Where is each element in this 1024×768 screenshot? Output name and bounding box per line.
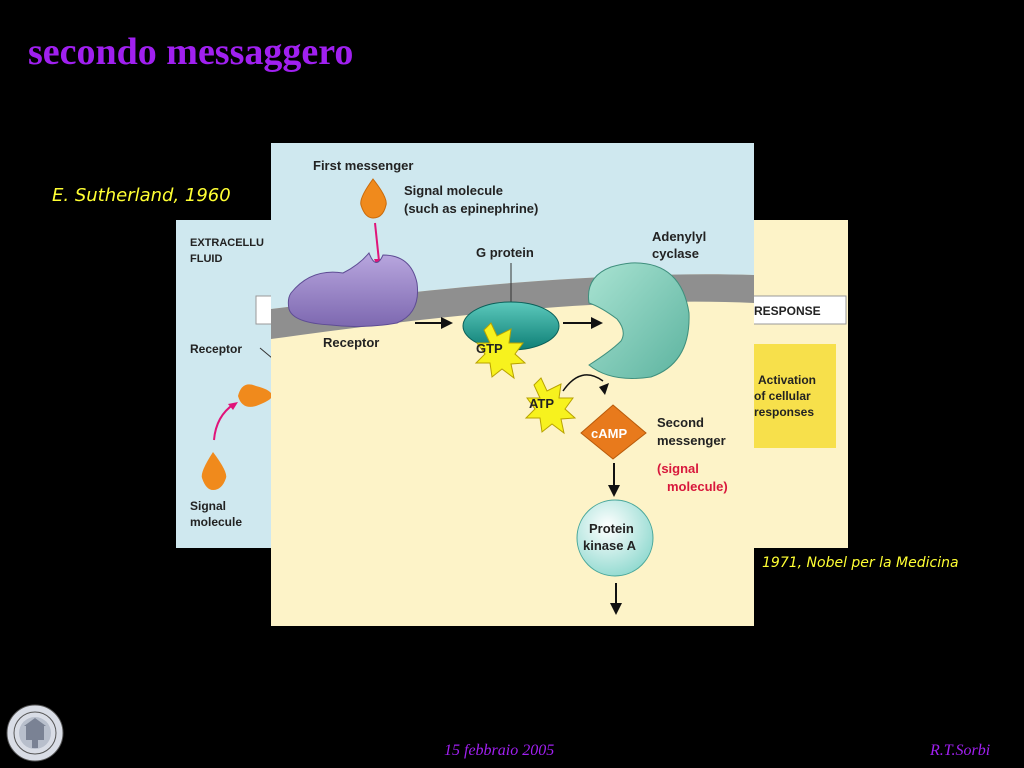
slide-title: secondo messaggero (28, 31, 354, 73)
back-bound-signal-molecule (238, 384, 272, 407)
gtp-starburst (474, 322, 527, 380)
activation-box (754, 344, 836, 448)
footer-author: R.T.Sorbi (930, 742, 991, 759)
back-receptor-label: Receptor (190, 342, 242, 356)
first-messenger-label: First messenger (313, 158, 413, 173)
second-messenger-label-2: messenger (657, 433, 726, 448)
binding-arrow (374, 222, 380, 262)
activation-label-1: Activation (758, 373, 816, 387)
protein-kinase-a-circle (576, 499, 654, 577)
atp-to-camp-arc (562, 374, 604, 392)
signal-molecule-icon (360, 178, 387, 219)
second-messenger-label-1: Second (657, 415, 704, 430)
front-figure: First messenger Signal molecule (such as… (271, 143, 754, 626)
author-year: E. Sutherland, 1960 (52, 185, 231, 206)
adenylyl-label: Adenylyl (652, 229, 706, 244)
university-seal-icon (6, 704, 64, 762)
protein-kinase-label-2: kinase A (583, 538, 637, 553)
back-signal-label: Signal (190, 499, 226, 513)
arrow-camp-to-pka (608, 485, 620, 497)
gtp-label: GTP (476, 341, 503, 356)
receptor-label: Receptor (323, 335, 379, 350)
signal-paren-label-1: (signal (657, 461, 699, 476)
cyclase-label: cyclase (652, 246, 699, 261)
response-label: RESPONSE (754, 304, 821, 318)
footer-date: 15 febbraio 2005 (444, 742, 555, 759)
protein-kinase-label-1: Protein (589, 521, 634, 536)
back-signal-molecule (201, 452, 227, 490)
back-molecule-label: molecule (190, 515, 242, 529)
extracellular-label: EXTRACELLU (190, 237, 264, 249)
g-protein-label: G protein (476, 245, 534, 260)
activation-label-3: responses (754, 405, 814, 419)
arrow-receptor-to-gprotein (441, 317, 453, 329)
signal-paren-label-2: molecule) (667, 479, 728, 494)
fluid-label: FLUID (190, 253, 222, 265)
nobel-note: 1971, Nobel per la Medicina (762, 555, 959, 571)
signal-molecule-example: (such as epinephrine) (404, 201, 538, 216)
adenylyl-cyclase-shape (587, 262, 690, 379)
arrow-pka-downstream (610, 603, 622, 615)
atp-starburst (524, 377, 577, 435)
activation-label-2: of cellular (754, 389, 811, 403)
atp-label: ATP (529, 396, 554, 411)
arrow-gprotein-to-adenylyl (591, 317, 603, 329)
receptor-shape (287, 252, 419, 328)
signal-molecule-label: Signal molecule (404, 183, 503, 198)
camp-label: cAMP (591, 426, 627, 441)
camp-diamond (580, 404, 647, 460)
